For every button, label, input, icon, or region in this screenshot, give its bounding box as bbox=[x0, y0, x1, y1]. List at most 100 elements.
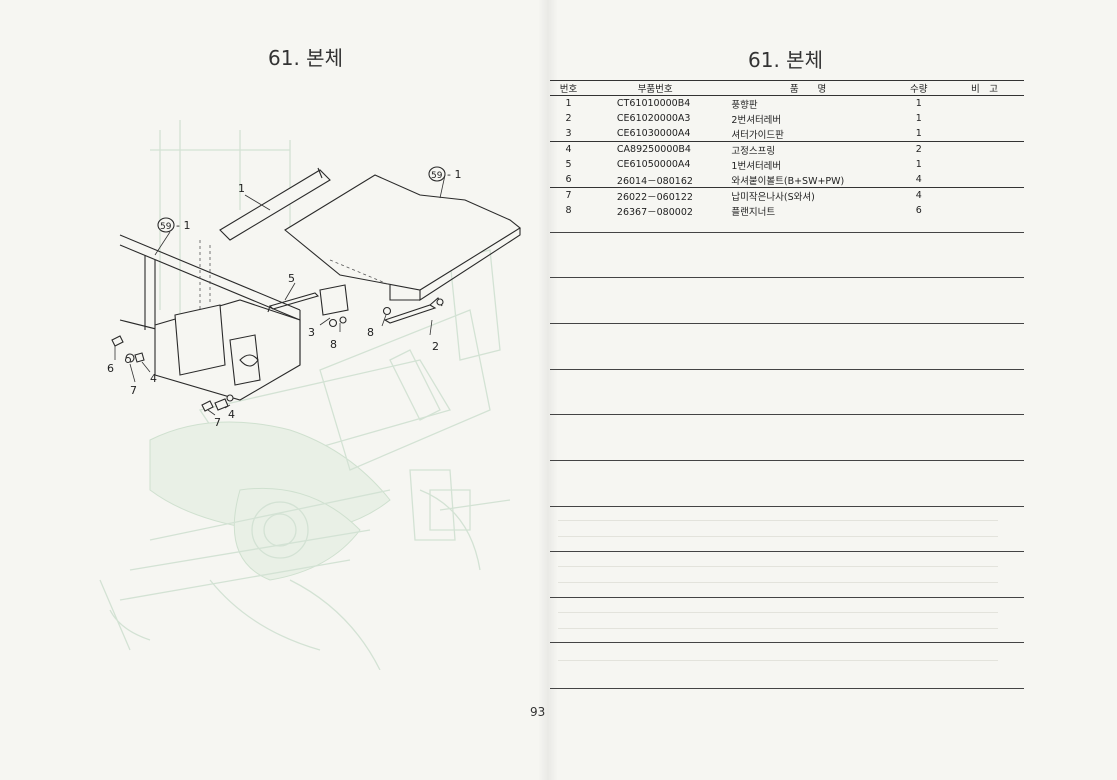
row-qty: 1 bbox=[915, 113, 922, 124]
ruled-line bbox=[550, 506, 1024, 507]
part-3-shutter-guide bbox=[319, 284, 349, 328]
part-1-wind-plate bbox=[219, 167, 331, 241]
callout-4a: 4 bbox=[150, 372, 157, 385]
right-page: 61. 본체 번호 부품번호 품 명 수량 비 고 1 CT61010000B4… bbox=[548, 0, 1117, 780]
row-name: 플랜지너트 bbox=[731, 206, 776, 218]
row-remarks bbox=[945, 142, 1024, 158]
row-no: 5 bbox=[565, 159, 572, 170]
table-row: 7 26022－060122 납미작은나사(S와셔) 4 bbox=[550, 188, 1024, 204]
callout-8a: 8 bbox=[330, 338, 337, 351]
row-name: 1번셔터레버 bbox=[731, 160, 782, 172]
parts-table-header: 번호 부품번호 품 명 수량 비 고 bbox=[550, 80, 1024, 96]
background-machine-ghost bbox=[99, 120, 511, 670]
page-number: 93 bbox=[530, 705, 546, 719]
row-no: 7 bbox=[565, 190, 572, 201]
row-qty: 1 bbox=[915, 159, 922, 170]
row-no: 8 bbox=[565, 205, 572, 216]
callout-labels: 1 59 - 1 59 - 1 5 3 8 8 2 6 4 7 4 7 bbox=[107, 166, 461, 429]
left-page: 61. 본체 bbox=[0, 0, 548, 780]
row-part-no: 26367－080002 bbox=[616, 206, 693, 218]
callout-59-circle-b bbox=[428, 166, 446, 182]
row-name: 와셔붙이볼트(B+SW+PW) bbox=[723, 172, 893, 188]
ruled-line bbox=[550, 323, 1024, 324]
bleed-through-row bbox=[558, 582, 998, 583]
row-no: 1 bbox=[565, 98, 572, 109]
table-row: 1 CT61010000B4 풍향판 1 bbox=[550, 96, 1024, 112]
row-name: 고정스프링 bbox=[731, 145, 776, 157]
row-qty: 2 bbox=[915, 144, 922, 155]
bleed-through-row bbox=[558, 536, 998, 537]
ruled-line bbox=[550, 642, 1024, 643]
ruled-line bbox=[550, 369, 1024, 370]
row-part-no: CE61020000A3 bbox=[616, 113, 691, 124]
callout-59-a-suffix: - 1 bbox=[176, 219, 190, 232]
row-remarks bbox=[945, 96, 1024, 112]
callout-5: 5 bbox=[288, 272, 295, 285]
right-page-title: 61. 본체 bbox=[748, 48, 823, 72]
cover-panel bbox=[284, 174, 521, 302]
bleed-through-row bbox=[558, 660, 998, 661]
fasteners-left bbox=[111, 335, 234, 412]
header-part-no: 부품번호 bbox=[586, 80, 724, 96]
row-part-no: 26022－060122 bbox=[616, 191, 693, 203]
table-row: 2 CE61020000A3 2번셔터레버 1 bbox=[550, 111, 1024, 126]
ruled-line bbox=[550, 551, 1024, 552]
row-no: 3 bbox=[550, 126, 587, 142]
row-qty: 4 bbox=[892, 172, 945, 188]
header-name: 품 명 bbox=[723, 80, 893, 96]
callout-4b: 4 bbox=[228, 408, 235, 421]
row-qty: 6 bbox=[915, 205, 922, 216]
callout-59-b-suffix: - 1 bbox=[447, 168, 461, 181]
parts-table: 번호 부품번호 품 명 수량 비 고 1 CT61010000B4 풍향판 1 … bbox=[550, 80, 1024, 218]
row-no: 6 bbox=[550, 172, 587, 188]
part-5-shutter-lever bbox=[267, 292, 320, 313]
table-row: 4 CA89250000B4 고정스프링 2 bbox=[550, 142, 1024, 158]
part-8-flange-nut bbox=[382, 306, 392, 316]
callout-7a: 7 bbox=[130, 384, 137, 397]
row-remarks bbox=[945, 111, 1024, 126]
table-row: 3 CE61030000A4 셔터가이드판 1 bbox=[550, 126, 1024, 142]
ruled-line bbox=[550, 688, 1024, 689]
page-gutter bbox=[538, 0, 558, 780]
row-name: 납미작은나사(S와셔) bbox=[731, 191, 815, 203]
callout-7b: 7 bbox=[214, 416, 221, 429]
callout-2: 2 bbox=[432, 340, 439, 353]
ruled-line bbox=[550, 414, 1024, 415]
ruled-line bbox=[550, 277, 1024, 278]
table-row: 6 26014－080162 와셔붙이볼트(B+SW+PW) 4 bbox=[550, 172, 1024, 188]
row-remarks bbox=[945, 188, 1024, 204]
row-remarks bbox=[944, 126, 1024, 142]
row-qty: 4 bbox=[915, 190, 922, 201]
part-2-shutter-lever bbox=[383, 297, 444, 324]
row-no: 4 bbox=[565, 144, 572, 155]
row-name: 셔터가이드판 bbox=[723, 126, 893, 142]
exploded-parts-diagram: 1 59 - 1 59 - 1 5 3 8 8 2 6 4 7 4 7 bbox=[99, 120, 521, 670]
row-qty: 1 bbox=[915, 98, 922, 109]
row-qty: 1 bbox=[892, 126, 945, 142]
left-page-title: 61. 본체 bbox=[268, 46, 343, 70]
header-no: 번호 bbox=[550, 80, 587, 96]
bleed-through-row bbox=[558, 612, 998, 613]
row-part-no: 26014－080162 bbox=[586, 172, 724, 188]
row-remarks bbox=[945, 157, 1024, 172]
callout-1: 1 bbox=[238, 182, 245, 195]
ruled-line bbox=[550, 597, 1024, 598]
bleed-through-row bbox=[558, 520, 998, 521]
row-remarks bbox=[944, 172, 1024, 188]
bleed-through-row bbox=[558, 628, 998, 629]
callout-59-b: 59 bbox=[431, 171, 443, 181]
row-remarks bbox=[945, 203, 1024, 218]
bleed-through-row bbox=[558, 566, 998, 567]
row-part-no: CA89250000B4 bbox=[616, 144, 691, 155]
header-qty: 수량 bbox=[892, 80, 945, 96]
callout-3: 3 bbox=[308, 326, 315, 339]
table-row: 5 CE61050000A4 1번셔터레버 1 bbox=[550, 157, 1024, 172]
callout-59-a: 59 bbox=[160, 222, 172, 232]
row-no: 2 bbox=[565, 113, 572, 124]
callout-6: 6 bbox=[107, 362, 114, 375]
ruled-line bbox=[550, 460, 1024, 461]
callout-59-circle-a bbox=[157, 217, 175, 233]
row-name: 2번셔터레버 bbox=[731, 114, 782, 126]
callout-8b: 8 bbox=[367, 326, 374, 339]
ruled-line bbox=[550, 232, 1024, 233]
